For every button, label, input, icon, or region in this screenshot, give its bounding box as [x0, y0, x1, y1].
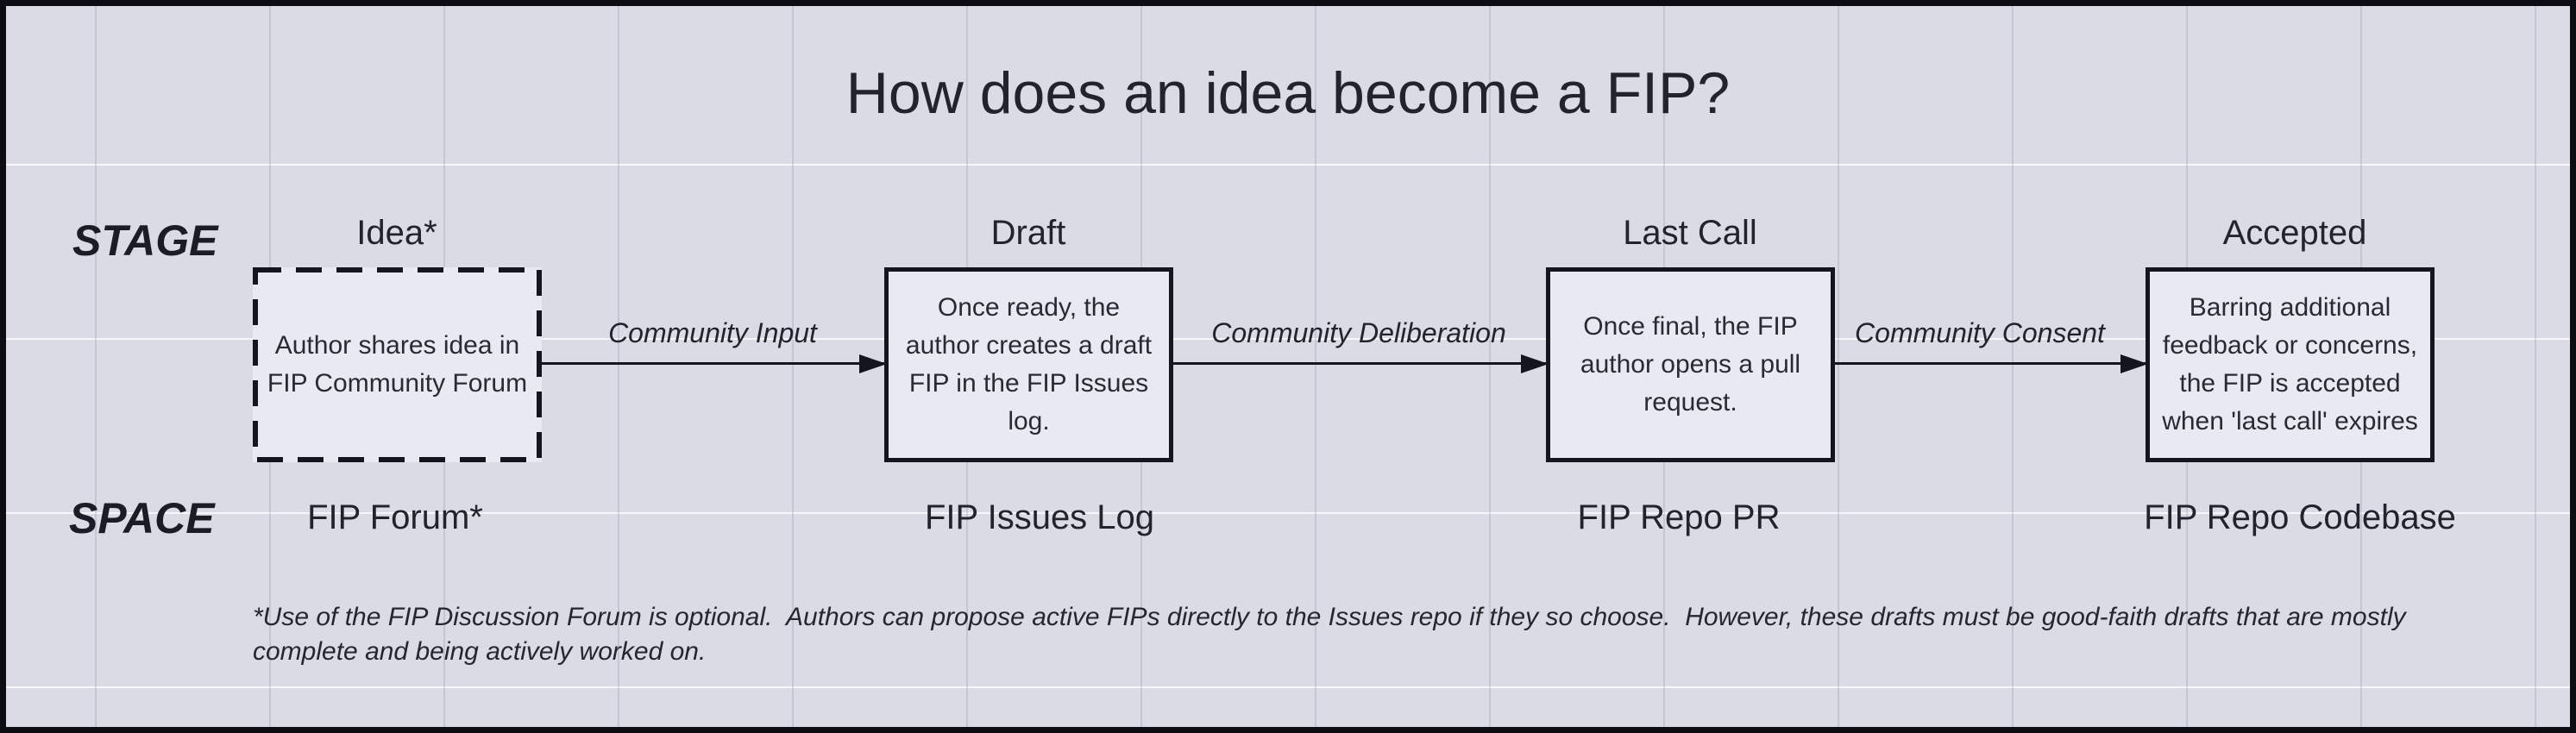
flow-arrow-icon	[1172, 362, 1546, 365]
process-box-idea: Author shares idea in FIP Community Foru…	[253, 267, 542, 462]
stage-row-label: STAGE	[72, 216, 218, 265]
box-text-idea: Author shares idea in FIP Community Foru…	[267, 331, 528, 398]
stage-label-last-call: Last Call	[1623, 214, 1757, 252]
process-box-draft: Once ready, the author creates a draft F…	[884, 267, 1173, 462]
diagram-title: How does an idea become a FIP?	[845, 60, 1731, 126]
arrow-label-community-consent: Community Consent	[1855, 317, 2105, 348]
arrow-label-community-deliberation: Community Deliberation	[1211, 317, 1506, 348]
footnote-text: *Use of the FIP Discussion Forum is opti…	[253, 603, 2413, 666]
box-text-accepted: Barring additional feedback or concerns,…	[2162, 293, 2418, 435]
space-label-fip-issues-log: FIP Issues Log	[924, 498, 1155, 536]
space-row-label: SPACE	[69, 494, 215, 542]
box-text-draft: Once ready, the author creates a draft F…	[905, 293, 1153, 435]
box-text-last-call: Once final, the FIP author opens a pull …	[1580, 312, 1801, 417]
process-box-last-call: Once final, the FIP author opens a pull …	[1546, 267, 1835, 462]
space-label-fip-repo-codebase: FIP Repo Codebase	[2144, 498, 2456, 536]
space-label-fip-repo-pr: FIP Repo PR	[1577, 498, 1781, 536]
process-box-accepted: Barring additional feedback or concerns,…	[2146, 267, 2435, 462]
arrow-label-community-input: Community Input	[608, 317, 817, 348]
flow-arrow-icon	[542, 362, 884, 365]
stage-label-draft: Draft	[990, 214, 1066, 252]
flow-arrow-icon	[1835, 362, 2146, 365]
space-label-fip-forum: FIP Forum*	[307, 498, 483, 536]
stage-label-accepted: Accepted	[2222, 214, 2367, 252]
stage-label-idea: Idea*	[356, 214, 437, 252]
